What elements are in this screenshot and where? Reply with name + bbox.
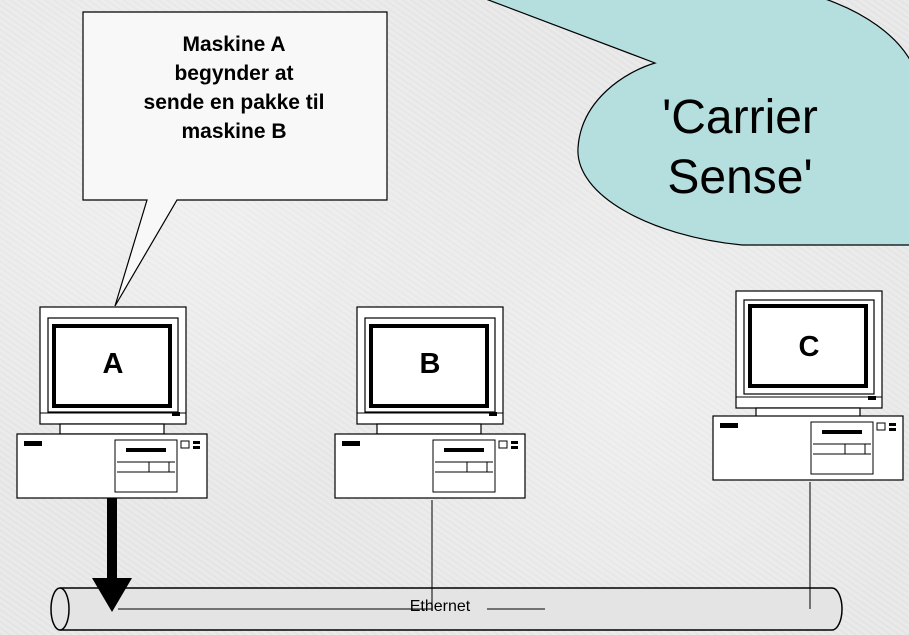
machine-a-label: A: [102, 348, 124, 380]
callout-text: Maskine A begynder at sende en pakke til…: [143, 33, 325, 143]
send-arrow: [92, 497, 132, 612]
carrier-sense-bubble: [486, 0, 909, 246]
computer-a: [16, 306, 208, 499]
ethernet-label: Ethernet: [409, 598, 471, 615]
machine-b-label: B: [419, 348, 441, 380]
computer-b: [334, 306, 526, 499]
callout-box: [82, 11, 388, 307]
computer-c: [712, 290, 904, 481]
ethernet-cable: [50, 587, 843, 631]
machine-c-label: C: [798, 331, 820, 363]
carrier-sense-text: 'Carrier Sense': [662, 91, 818, 204]
